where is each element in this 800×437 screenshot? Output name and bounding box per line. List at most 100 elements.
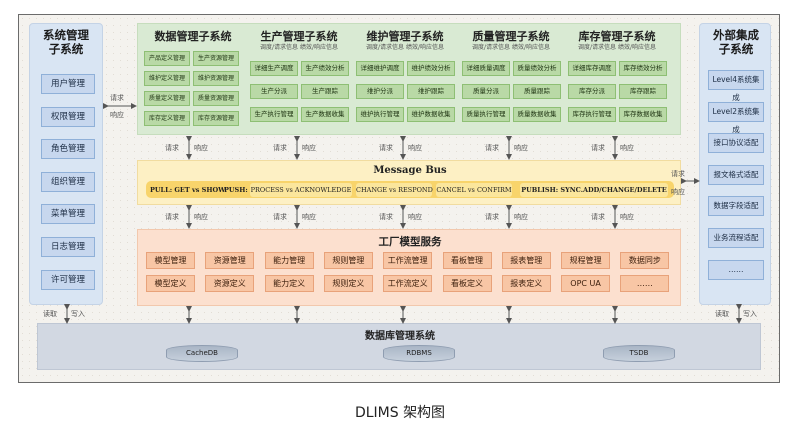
subsystem-item: 库存跟踪: [619, 84, 667, 99]
arrow-label: 读取: [43, 310, 57, 318]
factory-item: OPC UA: [561, 275, 611, 292]
subsystem-item: 质量分派: [462, 84, 510, 99]
arrow-label: 请求: [485, 144, 499, 152]
subsystem-item: 维护资源管理: [193, 71, 239, 86]
subsystem-item: 库存绩效分析: [619, 61, 667, 76]
right-menu-item: ……: [708, 259, 764, 280]
arrow-label: 读取: [715, 310, 729, 318]
left-menu-item: 组织管理: [41, 171, 95, 192]
bus-publish: PUBLISH: SYNC.ADD/CHANGE/DELETE: [520, 182, 668, 197]
bus-push-item: PROCESS vs ACKNOWLEDGE: [250, 182, 352, 197]
arrow-label: 请求: [165, 144, 179, 152]
subsystem-item: 库存资源管理: [193, 111, 239, 126]
arrow-label: 请求: [379, 144, 393, 152]
left-menu-item: 许可管理: [41, 269, 95, 290]
factory-item: 报表定义: [501, 275, 551, 292]
arrow-label: 请求: [165, 213, 179, 221]
message-bus-title: Message Bus: [373, 165, 447, 176]
bus-push-item: CANCEL vs CONFIRM: [436, 182, 512, 197]
arrow-label: 响应: [671, 188, 685, 196]
subsystem-item: 库存分派: [568, 84, 616, 99]
factory-item: 工作流定义: [383, 275, 433, 292]
subsystem-caption: 调度/请求信息 绩效/响应信息: [578, 44, 656, 51]
subsystem-item: 质量资源管理: [193, 91, 239, 106]
factory-model-services: 工厂模型服务 模型管理模型定义资源管理资源定义能力管理能力定义规则管理规则定义工…: [137, 229, 681, 306]
diagram-caption: DLIMS 架构图: [354, 405, 446, 421]
factory-item: 资源定义: [205, 275, 255, 292]
subsystem-item: 质量执行管理: [462, 107, 510, 122]
factory-item: 模型管理: [146, 252, 195, 269]
subsystem-item: 质量绩效分析: [513, 61, 561, 76]
subsystem-caption: 调度/请求信息 绩效/响应信息: [260, 44, 338, 51]
subsystem-item: 生产分派: [250, 84, 298, 99]
subsystem-title: 维护管理子系统: [366, 30, 444, 43]
arrow-label: 请求: [273, 213, 287, 221]
subsystem-item: 详细生产调度: [250, 61, 298, 76]
arrow-label: 请求: [671, 170, 685, 178]
subsystem-item: 质量定义管理: [144, 91, 190, 106]
arrow-label: 响应: [620, 213, 634, 221]
tsdb-store: TSDB: [603, 345, 675, 362]
right-menu-item: 业务流程适配: [708, 228, 764, 248]
left-menu-item: 日志管理: [41, 237, 95, 257]
bus-push-item: CHANGE vs RESPOND: [356, 182, 433, 197]
system-management-panel: 系统管理子系统 用户管理权限管理角色管理组织管理菜单管理日志管理许可管理: [29, 23, 103, 305]
right-menu-item: Level4系统集成: [708, 70, 764, 102]
subsystem-title: 数据管理子系统: [154, 30, 232, 43]
factory-item: 能力定义: [264, 275, 314, 292]
subsystem-item: 生产数据收集: [301, 107, 349, 122]
subsystem-caption: 调度/请求信息 绩效/响应信息: [472, 44, 550, 51]
message-bus-band: PULL: GET vs SHOW PUSH: PROCESS vs ACKNO…: [146, 181, 674, 198]
subsystem-item: 生产执行管理: [250, 107, 298, 122]
factory-item: 规程管理: [561, 252, 611, 269]
subsystem-item: 详细维护调度: [356, 61, 404, 76]
factory-item: 数据同步: [620, 252, 670, 269]
factory-item: 工作流管理: [383, 252, 433, 269]
left-menu-item: 菜单管理: [41, 204, 95, 225]
arrow-label: 写入: [743, 310, 757, 318]
subsystem-item: 质量跟踪: [513, 84, 561, 99]
cachedb-store: CacheDB: [166, 345, 238, 362]
subsystem-item: 维护定义管理: [144, 71, 190, 86]
left-menu-item: 用户管理: [41, 74, 95, 94]
arrow-label: 响应: [514, 213, 528, 221]
subsystem-item: 质量数据收集: [513, 107, 561, 122]
database-management-system: 数据库管理系统 CacheDB RDBMS TSDB: [37, 323, 761, 370]
arrow-label: 响应: [302, 213, 316, 221]
right-menu-item: 接口协议适配: [708, 133, 764, 154]
arrow-label: 请求: [591, 213, 605, 221]
left-menu-item: 角色管理: [41, 139, 95, 160]
database-title: 数据库管理系统: [365, 331, 435, 342]
subsystem-item: 维护跟踪: [407, 84, 455, 99]
arrow-label: 响应: [194, 213, 208, 221]
rdbms-store: RDBMS: [383, 345, 455, 362]
subsystem-item: 生产资源管理: [193, 51, 239, 66]
subsystem-item: 维护绩效分析: [407, 61, 455, 76]
subsystem-item: 维护分派: [356, 84, 404, 99]
arrow-label: 响应: [110, 111, 124, 119]
left-menu-item: 权限管理: [41, 106, 95, 127]
architecture-diagram: 系统管理子系统 用户管理权限管理角色管理组织管理菜单管理日志管理许可管理 外部集…: [18, 14, 780, 383]
right-menu-item: Level2系统集成: [708, 101, 764, 134]
factory-title: 工厂模型服务: [378, 236, 442, 248]
subsystem-item: 维护执行管理: [356, 107, 404, 122]
subsystem-title: 库存管理子系统: [578, 30, 656, 43]
subsystem-item: 库存定义管理: [144, 111, 190, 126]
subsystem-item: 详细库存调度: [568, 61, 616, 76]
arrow-label: 响应: [194, 144, 208, 152]
external-integration-title: 外部集成子系统: [713, 28, 759, 56]
message-bus: Message Bus PULL: GET vs SHOW PUSH: PROC…: [137, 160, 681, 205]
subsystem-item: 库存数据收集: [619, 107, 667, 122]
factory-item: 报表管理: [501, 252, 551, 269]
arrow-label: 响应: [514, 144, 528, 152]
factory-item: 资源管理: [205, 252, 255, 269]
arrow-label: 请求: [110, 94, 124, 102]
factory-item: 看板定义: [442, 275, 492, 292]
subsystem-title: 质量管理子系统: [472, 30, 550, 43]
right-menu-item: 数据字段适配: [708, 196, 764, 217]
factory-item: 规则管理: [323, 252, 373, 269]
arrow-label: 请求: [591, 144, 605, 152]
factory-item: 能力管理: [264, 252, 314, 269]
factory-item: 模型定义: [146, 275, 195, 292]
